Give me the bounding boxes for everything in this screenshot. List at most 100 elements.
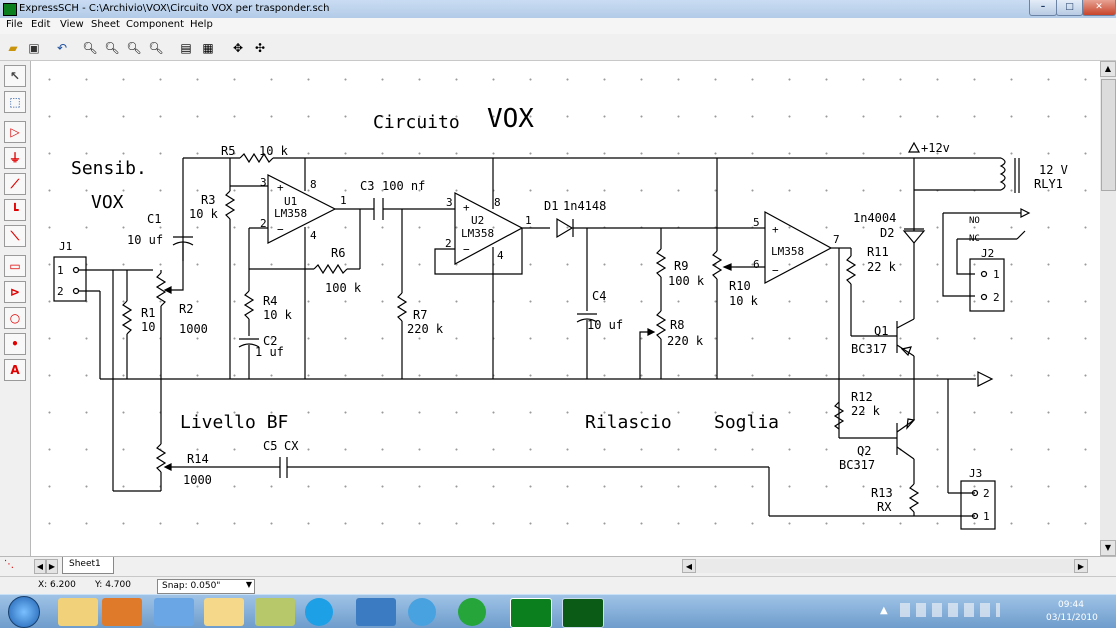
app-icon-2[interactable] (255, 598, 295, 626)
vertical-scrollbar[interactable]: ▲ ▼ (1100, 61, 1116, 556)
skype-icon[interactable] (305, 598, 333, 626)
tray-expand-icon[interactable]: ▲ (880, 605, 888, 616)
component-icon[interactable]: ▷ (4, 121, 26, 143)
junction-icon[interactable]: • (4, 333, 26, 355)
tab-next-button[interactable]: ▶ (46, 559, 58, 574)
r9-value: 100 k (668, 274, 705, 288)
u1-pin8: 8 (310, 178, 317, 191)
status-y: Y: 4.700 (95, 580, 131, 590)
media-icon[interactable] (102, 598, 142, 626)
r14-pot (155, 443, 167, 473)
r13-value: RX (877, 500, 892, 514)
folder-icon[interactable] (204, 598, 244, 626)
j3-connector (960, 480, 996, 530)
u1-pin3: 3 (260, 176, 267, 189)
text-icon[interactable]: A (4, 359, 26, 381)
r6-value: 100 k (325, 281, 362, 295)
u2-pin8: 8 (494, 196, 501, 209)
zoom-area-icon[interactable]: 🔍︎ (126, 41, 142, 55)
box-icon[interactable]: ▭ (4, 255, 26, 277)
menu-sheet[interactable]: Sheet (91, 19, 120, 30)
j3-pin2 (971, 489, 979, 497)
open-icon[interactable]: ▰ (8, 41, 18, 55)
explorer-icon[interactable] (58, 598, 98, 626)
tab-sheet1[interactable]: Sheet1 (62, 557, 114, 574)
d2-label: D2 (880, 226, 894, 240)
schematic-canvas[interactable]: Circuito VOX Sensib. VOX Livello BF Rila… (31, 61, 1100, 556)
u2-pin1: 1 (525, 214, 532, 227)
j3-pin2-num: 2 (983, 487, 990, 500)
r3-value: 10 k (189, 207, 219, 221)
maximize-button[interactable]: □ (1056, 0, 1083, 16)
menu-component[interactable]: Component (126, 19, 185, 30)
c5-value: CX (284, 439, 299, 453)
circle-icon[interactable]: ○ (4, 307, 26, 329)
port-icon[interactable]: ⊳ (4, 281, 26, 303)
u2-minus: − (463, 243, 470, 256)
ie-icon[interactable] (408, 598, 436, 626)
zoom-out-icon[interactable]: 🔍︎ (104, 41, 120, 55)
snap-select[interactable]: Snap: 0.050" ▼ (157, 579, 255, 594)
c1-label: C1 (147, 212, 161, 226)
net-tool-icon[interactable]: ⋱ (4, 559, 14, 570)
scroll-up-button[interactable]: ▲ (1100, 61, 1116, 77)
tab-prev-button[interactable]: ◀ (34, 559, 46, 574)
r8-pot (655, 310, 667, 340)
scroll-right-button[interactable]: ▶ (1074, 559, 1088, 573)
move-icon[interactable]: ✥ (232, 41, 244, 55)
zoom-fit-icon[interactable]: 🔍︎ (148, 41, 164, 55)
d1-part: 1n4148 (563, 199, 606, 213)
relay-coil (999, 157, 1006, 191)
u1-minus: − (277, 223, 284, 236)
r4-resistor (243, 290, 255, 320)
chevron-down-icon: ▼ (245, 580, 252, 589)
green-app-icon[interactable] (458, 598, 486, 626)
save-icon[interactable]: ▣ (28, 41, 40, 55)
properties-icon[interactable]: ▤ (180, 41, 192, 55)
j1-pin1-num: 1 (57, 264, 64, 277)
label-rilascio: Rilascio (585, 412, 672, 433)
r10-label: R10 (729, 279, 751, 293)
paint-icon[interactable] (154, 598, 194, 626)
tool-palette: ↖ ⬚ ▷ ⏚ ⟋ ┗ ⟍ ▭ ⊳ ○ • A (0, 61, 31, 556)
start-button[interactable] (8, 596, 40, 628)
wire-icon[interactable]: ⟋ (4, 173, 26, 195)
u1-label: U1 (284, 195, 297, 208)
tray-icons[interactable] (900, 603, 1000, 617)
undo-icon[interactable]: ↶ (56, 41, 68, 55)
r2-value: 1000 (179, 322, 208, 336)
vcc-symbol (907, 141, 921, 153)
j2-label: J2 (981, 247, 994, 260)
u2-opamp (454, 192, 524, 266)
ground-icon[interactable]: ⏚ (4, 147, 26, 169)
horizontal-scrollbar[interactable]: ◀ ▶ (682, 559, 1088, 573)
scroll-down-button[interactable]: ▼ (1100, 540, 1116, 556)
select-area-icon[interactable]: ⬚ (4, 91, 26, 113)
menu-file[interactable]: File (6, 19, 23, 30)
expresspcb-taskbar-icon[interactable] (562, 598, 604, 628)
menu-help[interactable]: Help (190, 19, 213, 30)
close-button[interactable]: ✕ (1082, 0, 1116, 16)
minimize-button[interactable]: – (1029, 0, 1057, 16)
app-icon (3, 3, 17, 16)
c3-value: 100 nf (382, 179, 425, 193)
bus-icon[interactable]: ┗ (4, 199, 26, 221)
pointer-icon[interactable]: ↖ (4, 65, 26, 87)
expresssch-taskbar-icon[interactable] (510, 598, 552, 628)
line-icon[interactable]: ⟍ (4, 225, 26, 247)
q2-part: BC317 (839, 458, 875, 472)
menu-edit[interactable]: Edit (31, 19, 51, 30)
vertical-scroll-thumb[interactable] (1101, 79, 1116, 191)
r11-resistor (845, 255, 857, 285)
r7-label: R7 (413, 308, 427, 322)
pan-icon[interactable]: ✣ (254, 41, 266, 55)
r5-resistor (239, 152, 274, 164)
j1-label: J1 (59, 240, 72, 253)
zoom-in-icon[interactable]: 🔍︎ (82, 41, 98, 55)
scroll-left-button[interactable]: ◀ (682, 559, 696, 573)
menu-view[interactable]: View (60, 19, 84, 30)
r1-resistor (121, 300, 133, 335)
net-icon[interactable]: ▦ (202, 41, 214, 55)
network-icon[interactable] (356, 598, 396, 626)
j3-pin1 (971, 512, 979, 520)
